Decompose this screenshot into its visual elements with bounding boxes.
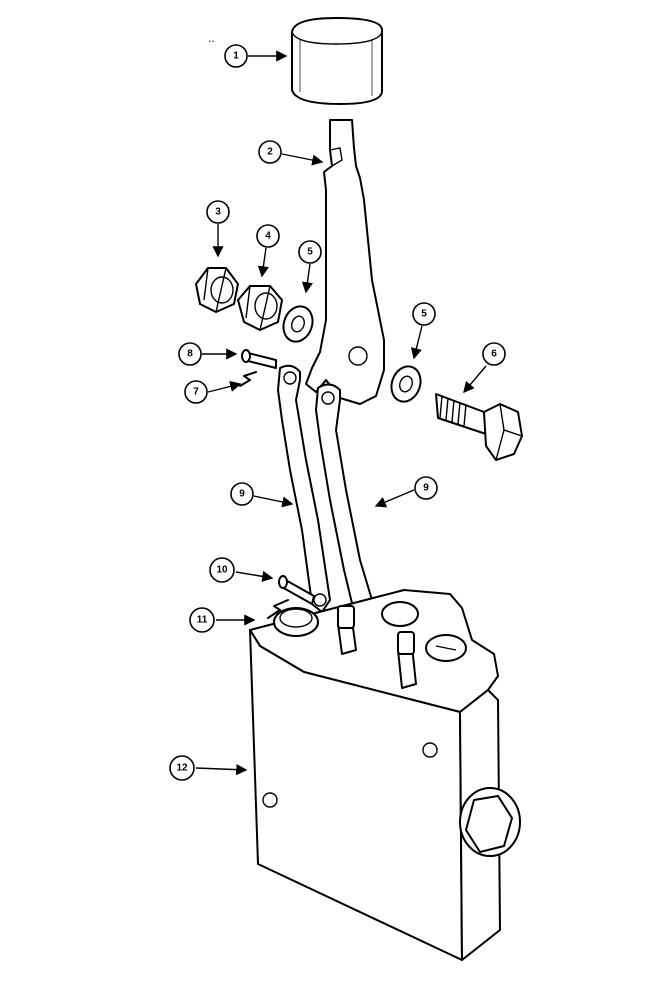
callout-label-10: 10 (216, 565, 228, 576)
pin-part-10 (278, 575, 315, 605)
callout-8: 8 (178, 342, 202, 366)
callout-5a: 5 (298, 240, 322, 264)
valve-body-part-12 (249, 589, 521, 961)
callout-label-11: 11 (197, 615, 208, 626)
callout-12: 12 (169, 755, 195, 781)
callout-10: 10 (209, 557, 235, 583)
callout-label-5a: 5 (307, 247, 313, 258)
callout-6: 6 (482, 342, 506, 366)
washer-part-5b (390, 365, 422, 403)
nut-part-4 (237, 285, 283, 331)
callout-label-7: 7 (193, 387, 199, 398)
callout-11: 11 (189, 607, 215, 633)
knob-part (291, 17, 383, 105)
nut-part-3 (195, 267, 239, 313)
washer-part-5a (282, 305, 314, 343)
callout-label-2: 2 (267, 147, 273, 158)
link-parts-9 (277, 364, 379, 635)
lever-handle-part (305, 119, 385, 405)
callout-5b: 5 (412, 302, 436, 326)
callout-4: 4 (256, 224, 280, 248)
stray-mark: .. (208, 31, 215, 45)
callout-label-9b: 9 (423, 483, 429, 494)
callout-9a: 9 (230, 482, 254, 506)
callout-label-4: 4 (265, 231, 271, 242)
callout-label-1: 1 (233, 51, 239, 62)
callout-2: 2 (258, 140, 282, 164)
callout-9b: 9 (414, 476, 438, 500)
callout-label-6: 6 (491, 349, 497, 360)
clip-part-11 (267, 599, 289, 619)
callout-label-5b: 5 (421, 309, 427, 320)
callout-label-12: 12 (176, 763, 188, 774)
callout-7: 7 (184, 380, 208, 404)
callout-label-9a: 9 (239, 489, 245, 500)
callout-label-8: 8 (187, 349, 193, 360)
clip-part-7 (239, 371, 257, 387)
callout-1: 1 (224, 44, 248, 68)
callout-3: 3 (206, 200, 230, 224)
bolt-part-6 (435, 393, 523, 461)
pin-part-8 (241, 349, 277, 369)
callout-label-3: 3 (215, 207, 221, 218)
leader-lines (195, 50, 487, 776)
